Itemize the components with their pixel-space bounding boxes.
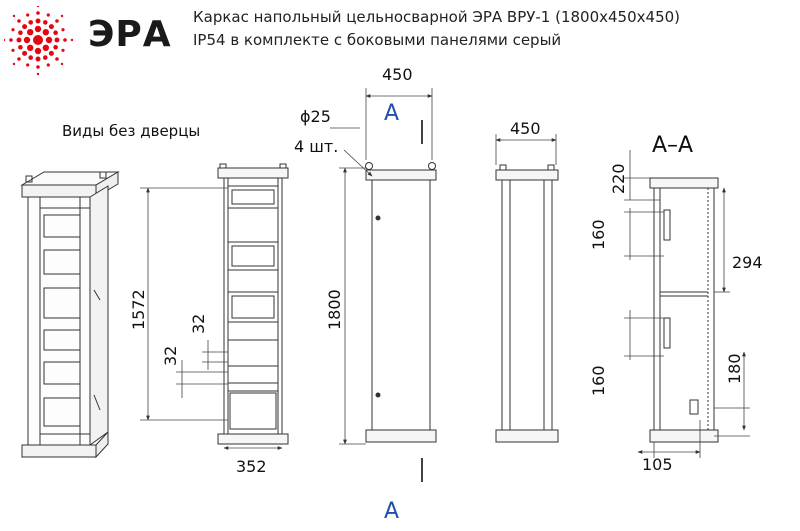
dim-32-a: 32: [161, 346, 180, 366]
era-logo: [2, 4, 86, 92]
dim-220: 220: [609, 163, 628, 194]
dim-hole-count: 4 шт.: [294, 137, 338, 156]
isometric-view: [20, 171, 120, 459]
dim-160-upper: 160: [589, 219, 608, 250]
door-view: [365, 162, 437, 443]
dim-1800: 1800: [325, 289, 344, 330]
dim-294: 294: [732, 253, 763, 272]
dim-side-width: 450: [510, 119, 541, 138]
section-mark-bottom: A: [384, 499, 399, 524]
dim-top-width: 450: [382, 65, 413, 84]
side-view: [495, 164, 559, 443]
dim-105: 105: [642, 455, 673, 474]
section-mark-top: A: [384, 101, 399, 126]
dim-1572: 1572: [129, 289, 148, 330]
section-view: [649, 177, 719, 443]
dim-352: 352: [236, 457, 267, 476]
dim-hole-diameter: ϕ25: [300, 107, 331, 126]
brand-name: ЭРА: [88, 14, 172, 55]
sun-burst-icon: [2, 4, 74, 76]
product-title: Каркас напольный цельносварной ЭРА ВРУ-1…: [193, 6, 798, 52]
dim-180: 180: [725, 353, 744, 384]
title-line-1: Каркас напольный цельносварной ЭРА ВРУ-1…: [193, 8, 681, 26]
section-title: A–A: [652, 133, 693, 158]
views-note: Виды без дверцы: [62, 122, 201, 140]
title-line-2: IP54 в комплекте с боковыми панелями сер…: [193, 31, 562, 49]
front-view: [217, 163, 289, 445]
dim-160-lower: 160: [589, 365, 608, 396]
dim-32-b: 32: [189, 314, 208, 334]
